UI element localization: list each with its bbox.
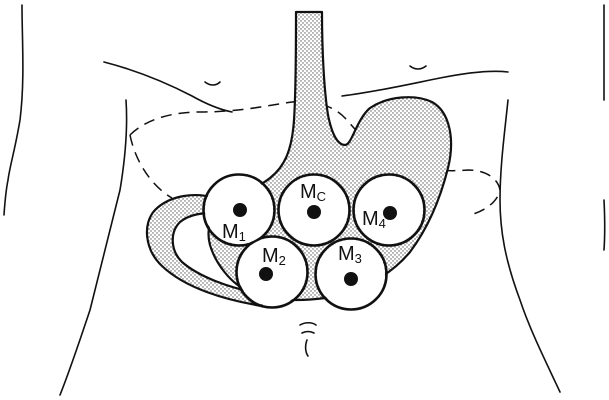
electrode-dot-mc: [307, 205, 321, 219]
navel-mark: [300, 323, 316, 356]
electrode-dot-m2: [259, 267, 273, 281]
torso-left-lower-outline: [60, 100, 127, 395]
left-chest-line: [104, 62, 232, 112]
electrode-dot-m3: [344, 272, 358, 286]
torso-right-edge-lower: [604, 200, 605, 250]
torso-right-lower-outline: [500, 100, 560, 392]
left-nipple-mark: [205, 82, 220, 85]
rib-cage-dashed-left: [130, 135, 172, 198]
right-chest-line: [342, 71, 508, 96]
torso-left-outline: [4, 5, 23, 215]
electrode-dot-m1: [233, 203, 247, 217]
right-nipple-mark: [410, 66, 426, 69]
